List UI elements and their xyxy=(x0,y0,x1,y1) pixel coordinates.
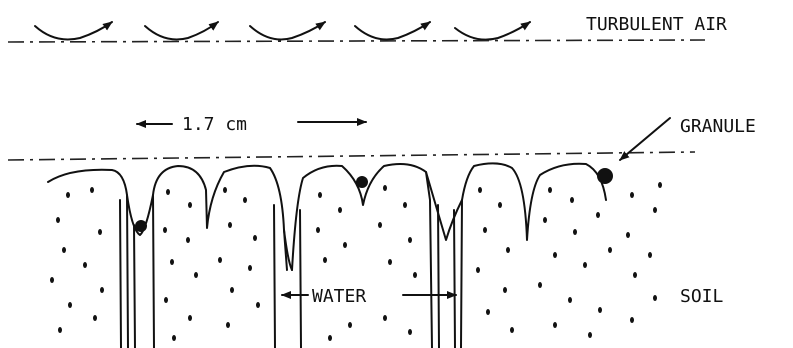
granule-label: GRANULE xyxy=(680,116,756,137)
channel-walls xyxy=(120,200,455,348)
water-label: WATER xyxy=(312,286,366,307)
swirl-arrow xyxy=(145,22,218,40)
soil-surface-outline xyxy=(48,163,606,348)
swirl-arrow xyxy=(455,22,530,40)
granule xyxy=(597,168,613,184)
swirl-arrow xyxy=(250,22,325,40)
turbulent-air-label: TURBULENT AIR xyxy=(586,14,727,35)
distance-label: 1.7 cm xyxy=(182,114,247,135)
granule-pointer-arrow xyxy=(620,118,670,160)
surface-boundary-line xyxy=(8,152,695,160)
swirl-arrow xyxy=(35,22,112,40)
air-boundary-line xyxy=(8,40,705,42)
granule xyxy=(135,220,147,232)
channel-tips xyxy=(127,172,462,270)
granule xyxy=(356,176,368,188)
soil-particles xyxy=(50,182,662,341)
soil-label: SOIL xyxy=(680,286,724,307)
swirl-arrow xyxy=(355,22,430,40)
turbulent-air-arrows xyxy=(35,22,530,40)
